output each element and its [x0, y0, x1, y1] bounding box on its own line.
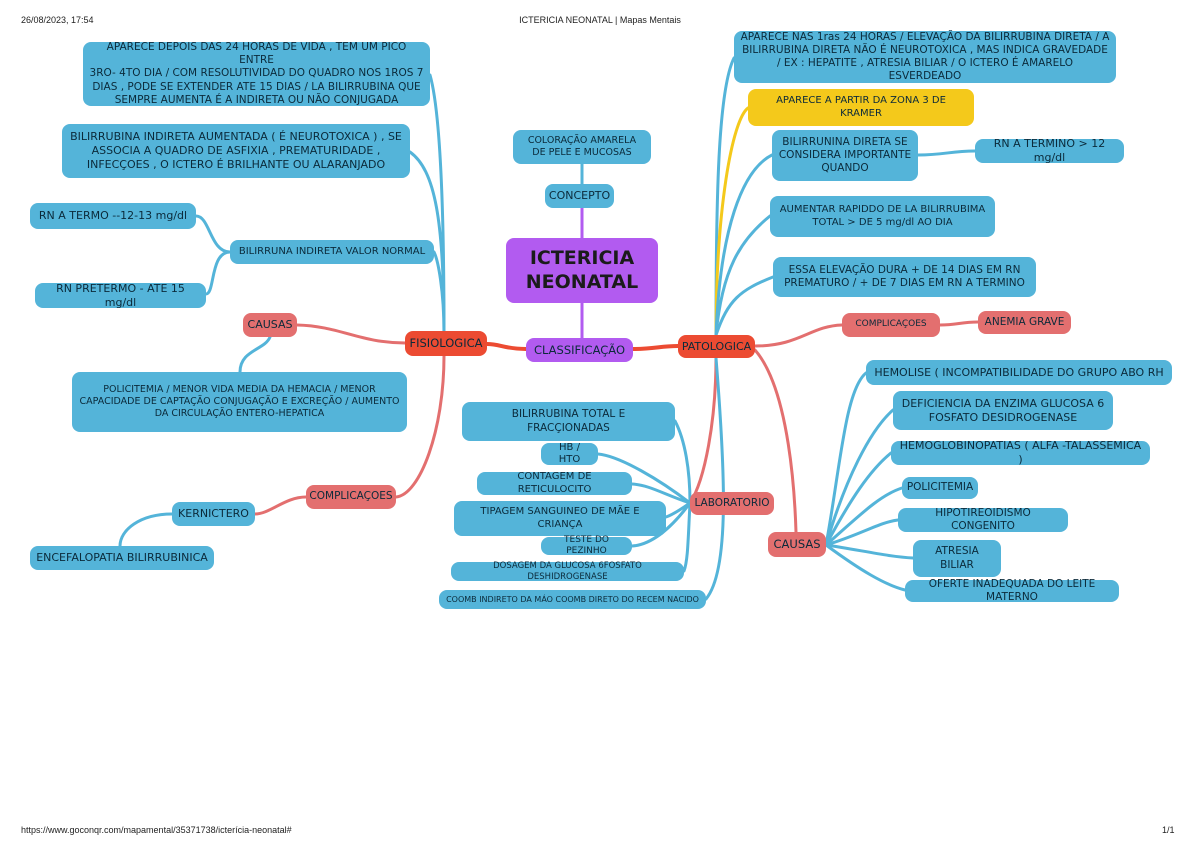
patologica-node[interactable]: PATOLOGICA — [678, 335, 755, 358]
causa-deficiencia-g6pd[interactable]: DEFICIENCIA DA ENZIMA GLUCOSA 6 FOSFATO … — [893, 391, 1113, 430]
valor-normal-node[interactable]: BILIRRUNA INDIRETA VALOR NORMAL — [230, 240, 434, 264]
patologica-causas-node[interactable]: CAUSAS — [768, 532, 826, 557]
direta-importante-node[interactable]: BILIRRUNINA DIRETA SE CONSIDERA IMPORTAN… — [772, 130, 918, 181]
rn-termo-value[interactable]: RN A TERMO --12-13 mg/dl — [30, 203, 196, 229]
causa-policitemia[interactable]: POLICITEMIA — [902, 477, 978, 499]
lab-hb-hto[interactable]: HB / HTO — [541, 442, 598, 465]
duracao-node[interactable]: ESSA ELEVAÇÃO DURA + DE 14 DIAS EM RN PR… — [773, 257, 1036, 297]
concepto-definition[interactable]: COLORAÇÃO AMARELA DE PELE E MUCOSAS — [513, 130, 651, 164]
patologica-onset-info[interactable]: APARECE NAS 1ras 24 HORAS / ELEVAÇÃO DA … — [734, 31, 1116, 83]
lab-coomb[interactable]: COOMB INDIRETO DA MÁO COOMB DIRETO DO RE… — [439, 590, 706, 609]
fisiologica-complicacoes-node[interactable]: COMPLICAÇOES — [306, 485, 396, 509]
causa-atresia-biliar[interactable]: ATRESIA BILIAR — [913, 540, 1001, 577]
print-url: https://www.goconqr.com/mapamental/35371… — [21, 825, 292, 835]
fisiologica-indireta-info[interactable]: BILIRRUBINA INDIRETA AUMENTADA ( É NEURO… — [62, 124, 410, 178]
print-datetime: 26/08/2023, 17:54 — [21, 15, 94, 25]
rn-termino-value[interactable]: RN A TERMINO > 12 mg/dl — [975, 137, 1124, 164]
kernictero-node[interactable]: KERNICTERO — [172, 502, 255, 526]
patologica-complicacoes-node[interactable]: COMPLICAÇOES — [842, 313, 940, 337]
aumento-rapido-node[interactable]: AUMENTAR RAPIDDO DE LA BILIRRUBIMA TOTAL… — [770, 196, 995, 237]
encefalopatia-node[interactable]: ENCEFALOPATIA BILIRRUBINICA — [30, 546, 214, 570]
causa-hemoglobinopatias[interactable]: HEMOGLOBINOPATIAS ( ALFA -TALASSEMICA ) — [891, 439, 1150, 466]
lab-reticulocito[interactable]: CONTAGEM DE RETICULOCITO — [477, 471, 632, 495]
central-topic[interactable]: ICTERICIA NEONATAL — [506, 238, 658, 303]
print-page-number: 1/1 — [1162, 825, 1175, 835]
fisiologica-causas-node[interactable]: CAUSAS — [243, 313, 297, 337]
kramer-zone-node[interactable]: APARECE A PARTIR DA ZONA 3 DE KRAMER — [748, 89, 974, 126]
lab-teste-pezinho[interactable]: TESTE DO PEZINHO — [541, 535, 632, 556]
fisiologica-causas-detail[interactable]: POLICITEMIA / MENOR VIDA MEDIA DA HEMACI… — [72, 372, 407, 432]
fisiologica-onset-info[interactable]: APARECE DEPOIS DAS 24 HORAS DE VIDA , TE… — [83, 41, 430, 106]
anemia-grave-node[interactable]: ANEMIA GRAVE — [978, 311, 1071, 334]
lab-dosagem-g6pd[interactable]: DOSAGEM DA GLUCOSA 6FOSFATO DESHIDROGENA… — [451, 561, 684, 582]
print-title: ICTERICIA NEONATAL | Mapas Mentais — [519, 15, 681, 25]
laboratorio-node[interactable]: LABORATORIO — [690, 492, 774, 515]
concepto-node[interactable]: CONCEPTO — [545, 184, 614, 208]
lab-tipagem-sanguineo[interactable]: TIPAGEM SANGUINEO DE MÃE E CRIANÇA — [454, 501, 666, 536]
lab-bilirrubina-total[interactable]: BILIRRUBINA TOTAL E FRACÇIONADAS — [462, 402, 675, 441]
causa-leite-materno[interactable]: OFERTE INADEQUADA DO LEITE MATERNO — [905, 578, 1119, 603]
rn-pretermo-value[interactable]: RN PRETERMO - ATE 15 mg/dl — [35, 282, 206, 309]
causa-hemolise[interactable]: HEMOLISE ( INCOMPATIBILIDADE DO GRUPO AB… — [866, 360, 1172, 385]
classificacao-node[interactable]: CLASSIFICAÇÃO — [526, 338, 633, 362]
fisiologica-node[interactable]: FISIOLOGICA — [405, 331, 487, 356]
causa-hipotireoidismo[interactable]: HIPOTIREOIDISMO CONGENITO — [898, 507, 1068, 532]
